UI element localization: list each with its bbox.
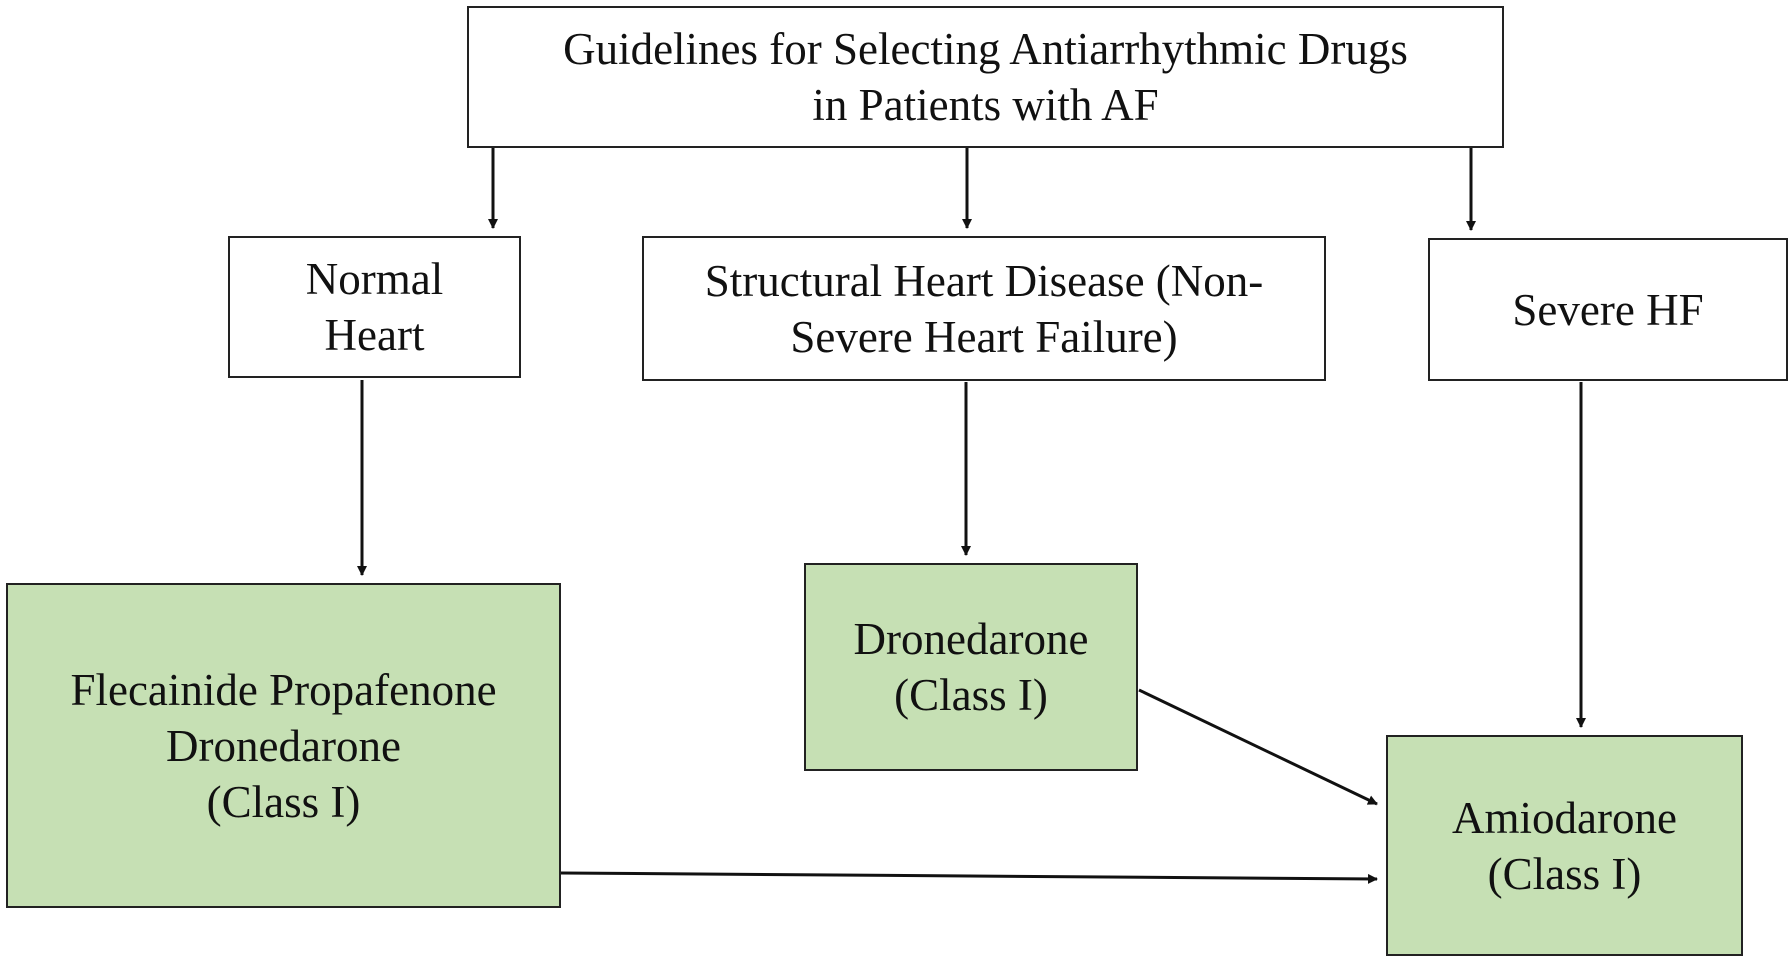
structural-heart-disease-line-2: Severe Heart Failure) [790, 311, 1178, 362]
structural-heart-disease-box: Structural Heart Disease (Non- Severe He… [642, 236, 1326, 381]
dronedarone-line-1: Dronedarone [853, 614, 1089, 664]
normal-heart-drugs-line-3: (Class I) [206, 776, 361, 827]
normal-heart-line-2: Heart [324, 310, 425, 360]
amiodarone-box: Amiodarone (Class I) [1386, 735, 1743, 956]
structural-heart-disease-line-1: Structural Heart Disease (Non- [704, 255, 1264, 306]
dronedarone-box: Dronedarone (Class I) [804, 563, 1138, 771]
title-box: Guidelines for Selecting Antiarrhythmic … [467, 6, 1504, 148]
normal-heart-drugs-line-1: Flecainide Propafenone [70, 664, 497, 715]
arrow-dronedarone-to-amiodarone [1138, 688, 1378, 806]
arrow-drugs-to-amiodarone [560, 871, 1378, 884]
title-line-1: Guidelines for Selecting Antiarrhythmic … [563, 24, 1408, 74]
title-line-2: in Patients with AF [812, 80, 1159, 130]
normal-heart-box: Normal Heart [228, 236, 521, 378]
amiodarone-line-1: Amiodarone [1452, 792, 1677, 843]
severe-hf-line-1: Severe HF [1512, 284, 1704, 335]
normal-heart-drugs-line-2: Dronedarone [166, 720, 401, 771]
dronedarone-line-2: (Class I) [894, 670, 1048, 720]
amiodarone-line-2: (Class I) [1487, 848, 1642, 899]
normal-heart-line-1: Normal [305, 254, 444, 304]
severe-hf-box: Severe HF [1428, 238, 1788, 381]
normal-heart-drugs-box: Flecainide Propafenone Dronedarone (Clas… [6, 583, 561, 908]
title-text: Guidelines for Selecting Antiarrhythmic … [563, 21, 1408, 133]
